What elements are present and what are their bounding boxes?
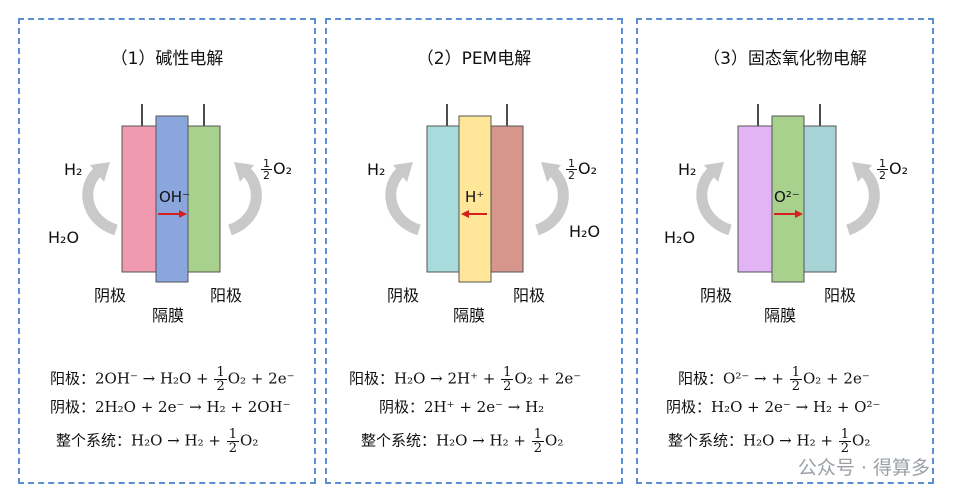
- electrolyzer-diagram-solid-oxide: [696, 104, 880, 283]
- membrane-label: 隔膜: [764, 306, 797, 325]
- right-curved-arrow: [227, 165, 262, 236]
- left-curved-arrow-head: [393, 162, 413, 182]
- right-curved-arrow: [534, 165, 569, 236]
- cathode-label: 阴极: [700, 286, 733, 305]
- watermark: 公众号 · 得算多: [797, 457, 930, 479]
- right-bottom-label: H₂O: [569, 222, 601, 241]
- left-curved-arrow: [696, 165, 733, 236]
- left-curved-arrow-head: [90, 162, 110, 182]
- left-curved-arrow: [385, 165, 422, 236]
- right-curved-arrow: [845, 165, 880, 236]
- membrane-layer: [771, 115, 805, 283]
- cathode-label: 阴极: [94, 286, 127, 305]
- right-curved-arrow-head: [852, 162, 872, 182]
- membrane-layer: [458, 115, 492, 283]
- membrane-label: 隔膜: [152, 306, 185, 325]
- membrane-label: 隔膜: [453, 306, 486, 325]
- right-curved-arrow-head: [541, 162, 561, 182]
- cathode-layer: [426, 125, 462, 273]
- left-bottom-label: H₂O: [48, 228, 80, 247]
- electrolyzer-diagram-pem: [385, 104, 569, 283]
- right-curved-arrow-head: [234, 162, 254, 182]
- anode-label: 阳极: [210, 286, 243, 305]
- left-bottom-label: H₂O: [664, 228, 696, 247]
- left-curved-arrow-head: [704, 162, 724, 182]
- equation-cathode: 阴极：H₂O + 2e⁻ → H₂ + O²⁻: [666, 398, 881, 416]
- left-top-label: H₂: [678, 160, 697, 179]
- equation-cathode: 阴极：2H₂O + 2e⁻ → H₂ + 2OH⁻: [50, 398, 291, 416]
- ion-arrow-head: [461, 210, 469, 218]
- ion-label: OH⁻: [159, 188, 191, 206]
- ion-label: O²⁻: [774, 188, 800, 206]
- anode-label: 阳极: [824, 286, 857, 305]
- anode-layer: [803, 125, 837, 273]
- left-curved-arrow: [82, 165, 119, 236]
- anode-layer: [187, 125, 221, 273]
- cathode-layer: [121, 125, 157, 273]
- cathode-label: 阴极: [387, 286, 420, 305]
- anode-label: 阳极: [513, 286, 546, 305]
- membrane-layer: [155, 115, 189, 283]
- ion-arrow-head: [179, 210, 187, 218]
- cathode-layer: [737, 125, 773, 273]
- panel-title: （3）固态氧化物电解: [703, 49, 867, 69]
- ion-label: H⁺: [465, 188, 485, 206]
- left-top-label: H₂: [64, 160, 83, 179]
- equation-cathode: 阴极：2H⁺ + 2e⁻ → H₂: [379, 398, 545, 416]
- left-top-label: H₂: [367, 160, 386, 179]
- panel-title: （1）碱性电解: [110, 49, 224, 69]
- anode-layer: [490, 125, 524, 273]
- panel-title: （2）PEM电解: [416, 49, 532, 69]
- electrolyzer-diagram-alkaline: [82, 104, 262, 283]
- ion-arrow-head: [795, 210, 803, 218]
